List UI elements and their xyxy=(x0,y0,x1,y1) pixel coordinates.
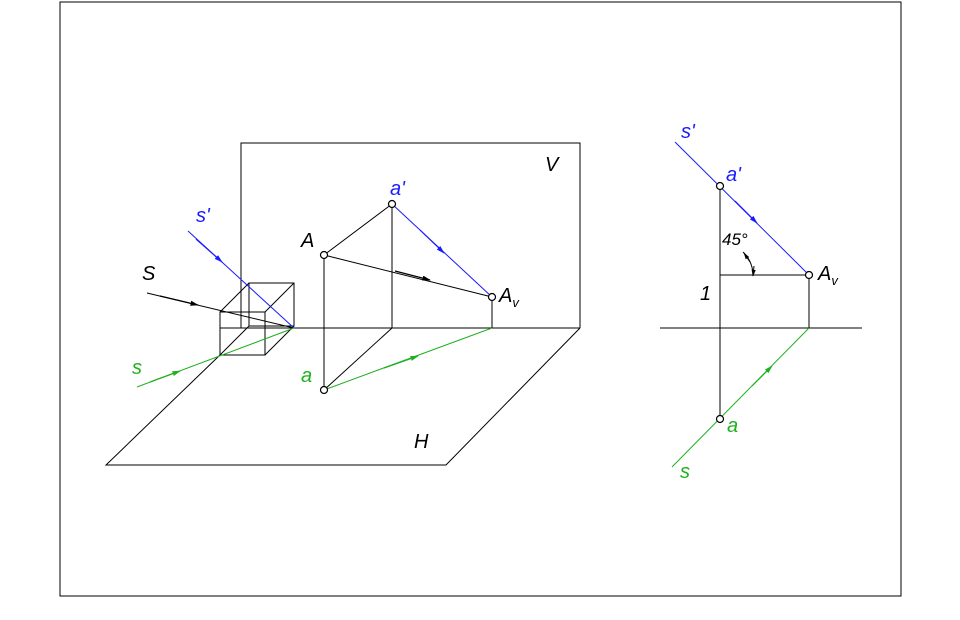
ortho-label-angle: 45° xyxy=(722,230,748,249)
a-h-ray-arrow xyxy=(383,355,419,369)
label-point-a: A xyxy=(300,230,314,252)
label-plane-v: V xyxy=(545,154,560,176)
ortho-label-shadow-main: A xyxy=(817,263,831,285)
ortho-label-ray-horizontal: s xyxy=(680,461,690,483)
point-shadow xyxy=(487,292,497,302)
ortho-label-shadow: Av xyxy=(817,263,839,288)
plane-h xyxy=(104,327,581,466)
angle-arrow-top xyxy=(743,252,751,263)
label-shadow-subscript: v xyxy=(512,295,520,310)
direction-cube xyxy=(219,282,295,356)
ortho-ray-horizontal-arrow xyxy=(751,365,773,387)
ortho-point-a xyxy=(715,414,725,424)
label-ray-s-frontal: s' xyxy=(196,205,211,227)
plane-v xyxy=(240,142,581,328)
ortho-ray-horizontal xyxy=(671,327,810,468)
angle-arrow-bottom xyxy=(751,265,756,277)
label-ray-s-horizontal: s xyxy=(132,357,142,379)
pictorial-view: V H S s' s A a' a Av xyxy=(104,142,581,466)
ortho-label-index: 1 xyxy=(700,283,711,305)
a-h-link xyxy=(323,327,393,391)
a-ray-arrow xyxy=(394,270,431,281)
orthographic-view: s' s a' a 45° 1 Av xyxy=(660,121,862,483)
ortho-ray-frontal-arrow xyxy=(734,200,758,224)
drawing-frame xyxy=(59,1,902,597)
ray-s-arrow xyxy=(159,295,199,306)
aprime-ray-arrow xyxy=(419,229,445,254)
label-point-a-horizontal: a xyxy=(301,365,312,387)
label-shadow-main: A xyxy=(498,285,512,307)
ortho-label-point-a: a xyxy=(727,415,738,437)
point-a xyxy=(319,250,329,260)
ray-s-frontal-arrow xyxy=(195,238,223,263)
a-ray-to-shadow xyxy=(323,254,493,298)
ortho-point-shadow xyxy=(804,270,814,280)
angle-arc xyxy=(742,251,754,276)
a-to-aprime xyxy=(323,203,393,256)
ortho-label-point-aprime: a' xyxy=(726,164,742,186)
point-a-horizontal xyxy=(319,385,329,395)
ortho-label-ray-frontal: s' xyxy=(681,121,696,143)
label-point-aprime: a' xyxy=(390,178,406,200)
ortho-point-aprime xyxy=(715,181,725,191)
label-plane-h: H xyxy=(414,431,429,453)
point-aprime xyxy=(387,199,397,209)
ray-s-horizontal-arrow xyxy=(149,370,181,383)
label-shadow: Av xyxy=(498,285,520,310)
ortho-label-shadow-subscript: v xyxy=(831,273,839,288)
label-ray-s: S xyxy=(142,263,156,285)
